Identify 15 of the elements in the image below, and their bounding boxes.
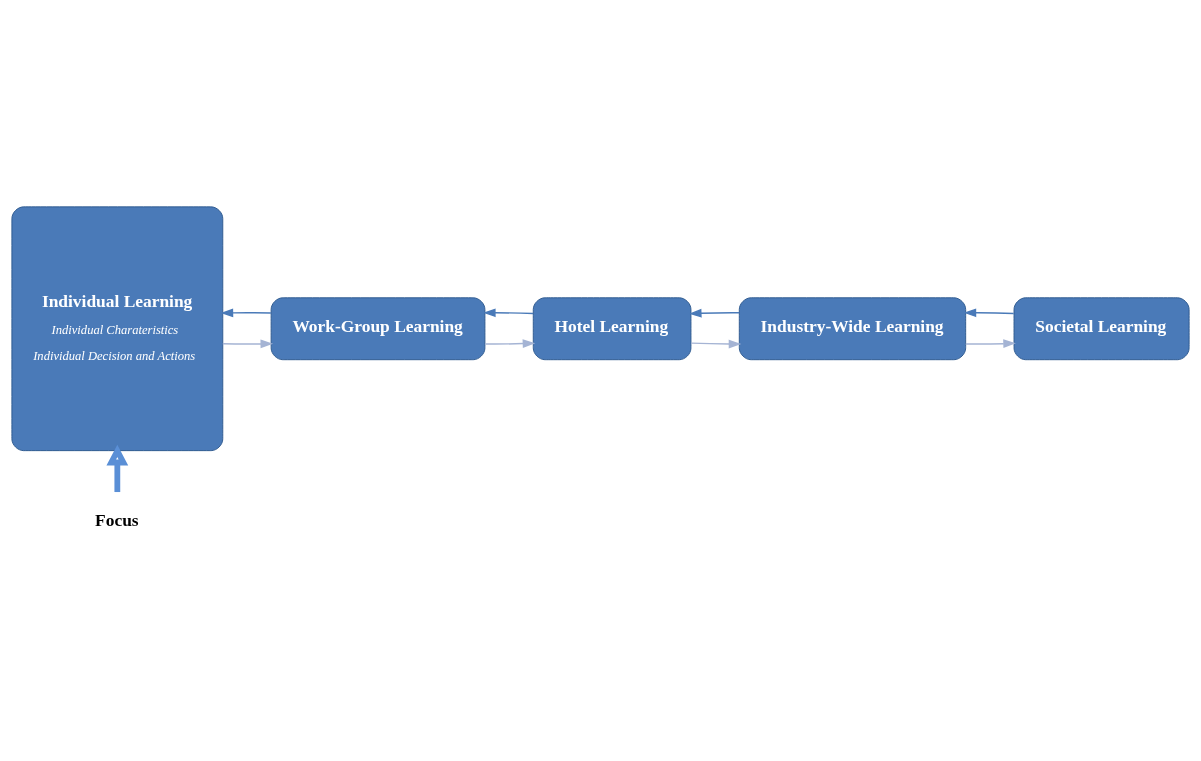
node-box: Industry-Wide Learning bbox=[738, 297, 967, 361]
node-box: Societal Learning bbox=[1013, 297, 1190, 361]
arrow bbox=[483, 308, 534, 318]
arrow bbox=[106, 444, 129, 493]
arrow bbox=[690, 339, 742, 349]
node-box: Individual Learning Individual Charateristics Individual Decision and Actions bbox=[11, 206, 224, 452]
arrow bbox=[484, 339, 536, 348]
arrow bbox=[688, 308, 740, 318]
node-box: Work-Group Learning bbox=[270, 297, 486, 361]
arrow bbox=[963, 308, 1015, 318]
arrow bbox=[222, 339, 274, 349]
node-box: Hotel Learning bbox=[532, 297, 692, 361]
node-text: Focus bbox=[95, 510, 139, 531]
arrow bbox=[965, 339, 1016, 349]
arrow bbox=[220, 308, 272, 318]
